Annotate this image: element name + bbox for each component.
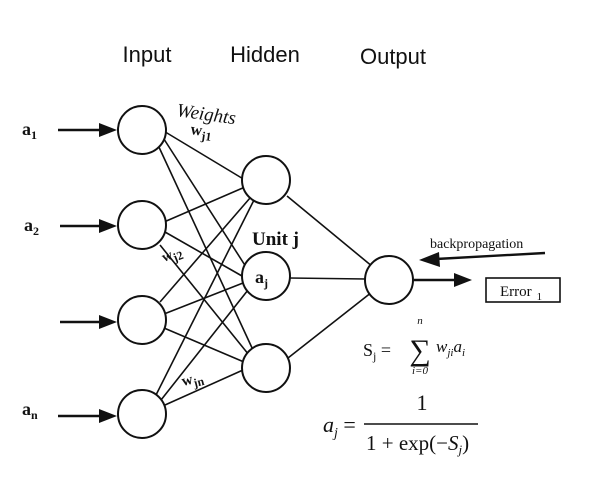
error-box [485,277,561,303]
edge [164,231,243,277]
input-layer-title: Input [123,42,172,67]
input-layer [117,105,167,439]
sigmoid-formula: aj = 1 1 + exp(−Sj) [323,390,478,457]
edge [288,277,367,280]
sum-formula-lhs: Sj = [363,340,391,363]
edge [163,186,246,223]
edge [287,291,373,359]
output-layer-title: Output [360,44,426,69]
hidden-output-edges [286,195,374,359]
input-node-1 [117,105,167,155]
arrow-head [99,315,117,329]
sum-lower-limit: i=0 [412,365,428,377]
sigmoid-numerator: 1 [417,390,428,415]
sum-sigma: ∑ [409,334,430,367]
backpropagation-arrow [435,251,546,261]
input-node-n [117,389,167,439]
hidden-layer-title: Hidden [230,42,300,67]
edge [163,282,244,315]
arrow-head [454,273,472,287]
edge [157,144,254,351]
input-arrows [58,123,117,423]
edge [159,197,251,303]
input-label-a1: a1 [22,119,37,142]
sum-term: wjiai [436,337,465,359]
weights-label: Weights [175,100,237,129]
input-node-2 [117,200,167,250]
arrow-head [99,123,117,137]
hidden-node-1 [241,155,291,205]
sum-formula: Sj = n ∑ i=0 wjiai [363,315,465,377]
input-label-an: an [22,399,38,422]
backpropagation-label: backpropagation [430,237,523,252]
arrow-head [419,252,440,267]
sigmoid-lhs: aj = [323,412,356,441]
edge [161,135,249,271]
hidden-node-j [241,251,291,301]
edge [161,129,246,181]
hidden-layer [241,155,291,393]
input-node-3 [117,295,167,345]
edge [160,289,249,401]
sum-upper-limit: n [417,315,423,327]
sigmoid-denominator: 1 + exp(−Sj) [366,431,469,457]
output-node [364,255,414,305]
weight-label-wj2: wj2 [160,244,185,268]
edge [164,369,244,406]
input-labels: a1 a2 an [22,119,39,422]
arrow-head [99,409,117,423]
input-label-a2: a2 [24,215,39,238]
edge [155,199,255,396]
weight-label-wjn: wjn [180,369,206,393]
hidden-node-n [241,343,291,393]
unit-j-label: Unit j [252,229,299,250]
arrow-head [99,219,117,233]
edge [286,195,374,268]
input-hidden-edges [155,129,255,406]
